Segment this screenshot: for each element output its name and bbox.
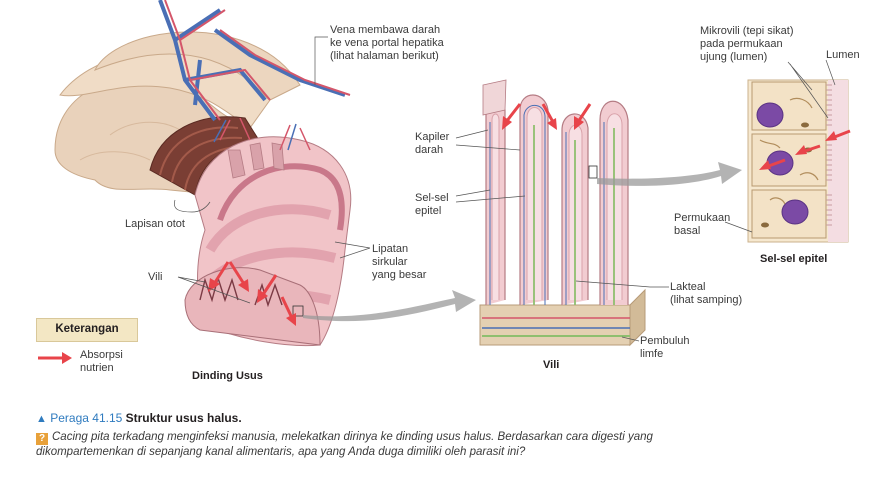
label-epithelial-cells-villi: Sel-sel epitel bbox=[415, 192, 449, 217]
label-microvilli: Mikrovili (tepi sikat) pada permukaan uj… bbox=[700, 25, 794, 63]
label-basal-surface: Permukaan basal bbox=[674, 212, 731, 237]
question-mark-icon: ? bbox=[36, 433, 48, 445]
title-villi: Vili bbox=[543, 359, 560, 371]
question-text: Cacing pita terkadang menginfeksi manusi… bbox=[36, 431, 653, 458]
caption-triangle-icon: ▲ bbox=[36, 413, 47, 425]
absorption-arrows-left bbox=[208, 261, 296, 326]
zoom-arrow-to-cells bbox=[597, 162, 742, 186]
label-lacteal: Lakteal (lihat samping) bbox=[670, 281, 743, 306]
legend-absorption-label: Absorpsi nutrien bbox=[80, 349, 123, 374]
absorption-arrows-villi bbox=[502, 103, 592, 130]
figure-number: Peraga 41.15 bbox=[50, 411, 123, 425]
title-intestinal-wall: Dinding Usus bbox=[192, 370, 263, 382]
label-lymph-vessel: Pembuluh limfe bbox=[640, 335, 690, 360]
label-villi-left: Vili bbox=[148, 271, 163, 283]
figure-question: ?Cacing pita terkadang menginfeksi manus… bbox=[36, 430, 696, 460]
leader-lines bbox=[174, 36, 836, 342]
absorption-arrows-cells bbox=[759, 129, 851, 170]
figure-caption: ▲ Peraga 41.15 Struktur usus halus. bbox=[36, 411, 242, 425]
figure-title: Struktur usus halus. bbox=[125, 411, 242, 425]
label-vein-to-hepatic-portal: Vena membawa darah ke vena portal hepati… bbox=[330, 24, 444, 62]
villi-block bbox=[479, 79, 646, 347]
legend-absorption-arrow-icon bbox=[38, 352, 72, 364]
zoom-arrow-to-villi bbox=[303, 290, 476, 322]
legend-title: Keterangan bbox=[55, 323, 119, 335]
label-muscle-layer: Lapisan otot bbox=[125, 218, 185, 230]
epithelial-cells-panel bbox=[747, 79, 849, 243]
legend-title-box: Keterangan bbox=[36, 318, 138, 342]
label-blood-capillaries: Kapiler darah bbox=[415, 131, 450, 156]
label-lumen: Lumen bbox=[826, 49, 860, 61]
title-epithelial-cells: Sel-sel epitel bbox=[760, 253, 828, 265]
intestine-wall-section bbox=[184, 136, 352, 347]
mesentery-vessels bbox=[158, 0, 351, 151]
label-circular-folds: Lipatan sirkular yang besar bbox=[372, 243, 427, 281]
